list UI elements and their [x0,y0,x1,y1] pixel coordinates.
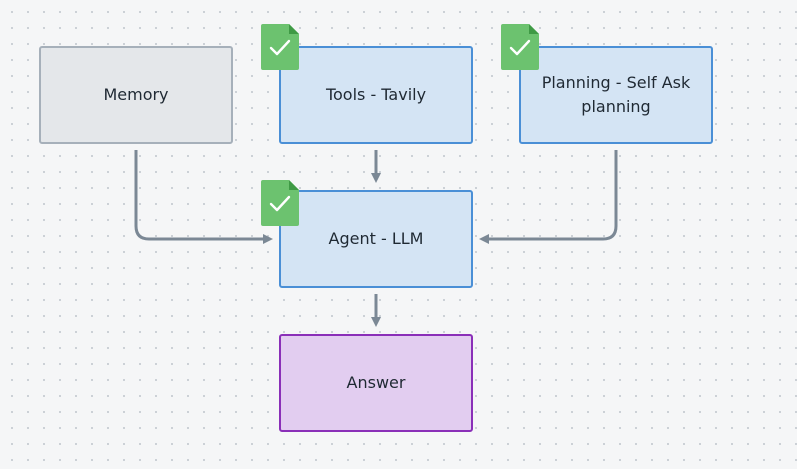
node-answer[interactable]: Answer [279,334,473,432]
check-document-icon [261,180,299,226]
node-answer-label: Answer [346,373,406,392]
node-memory[interactable]: Memory [39,46,233,144]
connector-planning-agent[interactable] [479,150,618,244]
node-planning[interactable]: Planning - Self Ask planning [519,46,713,144]
connector-memory-agent[interactable] [134,150,273,244]
node-planning-label: Planning - Self Ask planning [541,73,691,116]
node-agent-label: Agent - LLM [328,229,424,248]
node-agent[interactable]: Agent - LLM [279,190,473,288]
node-memory-label: Memory [103,85,169,104]
check-document-icon [501,24,539,70]
check-document-icon [261,24,299,70]
node-tools[interactable]: Tools - Tavily [279,46,473,144]
node-tools-label: Tools - Tavily [325,85,427,104]
